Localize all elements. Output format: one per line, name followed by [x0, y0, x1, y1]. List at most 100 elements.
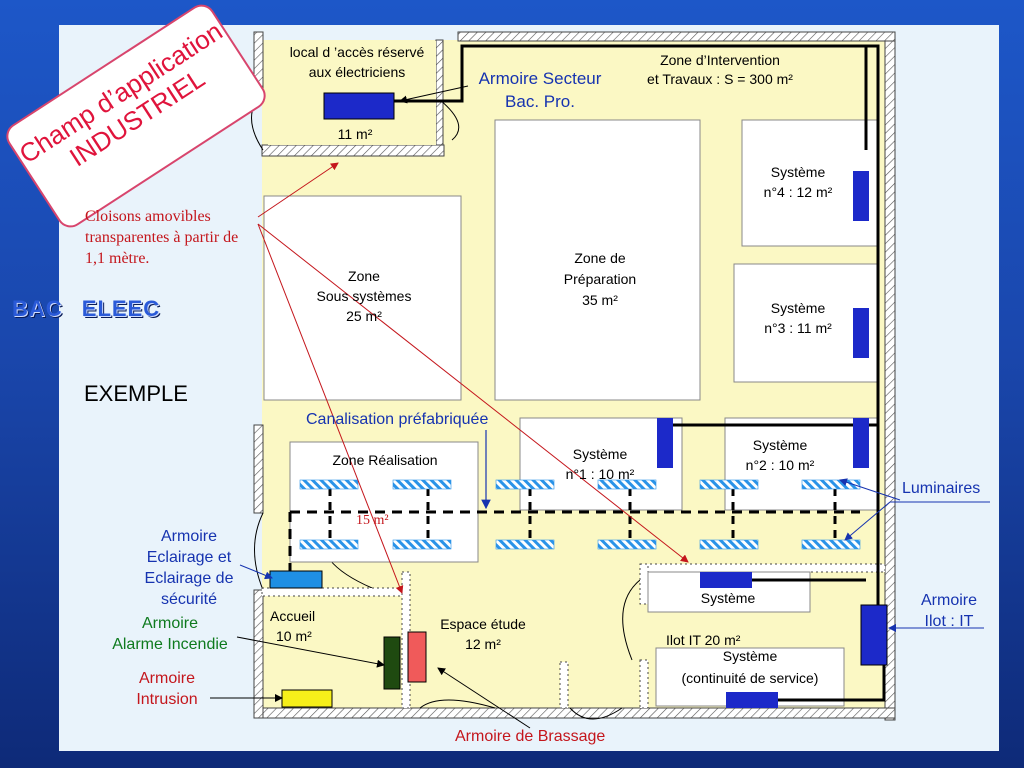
preparation-1: Zone de [574, 250, 626, 266]
exemple-label: EXEMPLE [84, 381, 188, 406]
armoire-sys2-cabinet [853, 418, 869, 468]
luminaire [801, 539, 861, 550]
local-area: 11 m² [337, 126, 373, 142]
sous-systemes-2: Sous systèmes [316, 288, 412, 304]
local-title: local d ’accès réservé [289, 44, 425, 60]
armoire-alarme-2: Alarme Incendie [112, 636, 228, 653]
luminaires-group [299, 479, 861, 550]
luminaire [299, 539, 359, 550]
sys4-1: Système [770, 164, 826, 180]
sous-systemes-3: 25 m² [346, 308, 382, 324]
door-swing-local-right [439, 99, 460, 141]
arrow-cloison-3 [257, 223, 689, 563]
luminaire [495, 539, 555, 550]
sys4-2: n°4 : 12 m² [763, 184, 833, 200]
armoire-eclairage-1: Armoire [160, 528, 217, 545]
cable-main [393, 44, 880, 427]
sys-continuite-2: (continuité de service) [681, 670, 819, 686]
preparation-3: 35 m² [582, 292, 618, 308]
armoire-sys1-cabinet [657, 418, 673, 468]
arrow-armoire-alarme [236, 636, 385, 668]
arrow-luminaires-2 [844, 501, 891, 541]
luminaire [392, 539, 452, 550]
bac-pro-label: Bac. Pro. [505, 92, 575, 111]
armoire-sys4-cabinet [853, 171, 869, 221]
ilot-it-label: Ilot IT 20 m² [666, 632, 741, 648]
cloisons-note: Cloisons amovibles transparentes à parti… [85, 208, 239, 267]
sys2-2: n°2 : 10 m² [745, 457, 815, 473]
partition-ilot-left [639, 563, 649, 605]
accueil-1: Accueil [270, 608, 316, 624]
armoire-systeme-cabinet [700, 572, 752, 588]
armoire-secteur-label: Armoire Secteur [478, 69, 602, 88]
espace-1: Espace étude [440, 616, 526, 632]
realisation-area: 15 m² [356, 513, 389, 528]
sys3-1: Système [770, 300, 826, 316]
luminaire [495, 479, 555, 490]
arrow-armoire-brassage [437, 667, 531, 729]
sys3-2: n°3 : 11 m² [764, 320, 832, 336]
accueil-2: 10 m² [276, 628, 312, 644]
armoire-intrusion-cabinet [281, 689, 333, 708]
room-preparation [494, 119, 701, 401]
sys2-1: Système [752, 437, 808, 453]
luminaire [801, 479, 861, 490]
wall-top [457, 31, 896, 42]
canalisation-label: Canalisation préfabriquée [306, 411, 489, 428]
room-sys2 [724, 417, 879, 511]
armoire-eclairage-2: Eclairage et [146, 549, 232, 566]
arrow-cloison-2 [257, 223, 404, 594]
room-sys1 [519, 417, 683, 511]
luminaire [299, 479, 359, 490]
wall-left-lower [253, 424, 264, 514]
wall-bottom [253, 707, 896, 719]
luminaires-label: Luminaires [902, 480, 981, 497]
bac-title: BAC ELEEC [12, 296, 161, 321]
armoire-alarme-1: Armoire [141, 615, 198, 632]
luminaire [699, 479, 759, 490]
arrow-cloison-1 [257, 162, 339, 218]
espace-2: 12 m² [465, 636, 501, 652]
partition-accueil-top [261, 587, 403, 597]
door-swing-bottom-2 [569, 707, 623, 720]
armoire-eclairage-cabinet [269, 570, 323, 589]
armoire-it-1: Armoire [920, 592, 977, 609]
partition-ilot-top [639, 563, 886, 573]
armoire-eclairage-4: sécurité [160, 591, 218, 608]
armoire-it-cabinet [860, 604, 888, 666]
armoire-sys3-cabinet [853, 308, 869, 358]
armoire-intrusion-2: Intrusion [136, 691, 198, 708]
systeme-label: Système [700, 590, 756, 606]
canalisation-prefabriquee [288, 510, 860, 578]
zone-intervention-area: et Travaux : S = 300 m² [647, 71, 793, 87]
canalisation-drops [328, 488, 837, 540]
door-swing-ilot [622, 579, 641, 661]
luminaire [597, 479, 657, 490]
partition-ilot-left-low [639, 659, 649, 709]
zone-realisation: Zone Réalisation [332, 452, 438, 468]
door-swing-left [254, 512, 264, 591]
arrow-armoire-secteur [399, 85, 469, 104]
sys-continuite-1: Système [722, 648, 778, 664]
sys1-1: Système [572, 446, 628, 462]
armoire-brassage-cabinet [407, 631, 427, 683]
zone-intervention: Zone d’Intervention [660, 52, 780, 68]
door-swing-bottom-1 [419, 699, 496, 709]
luminaire [699, 539, 759, 550]
arrow-armoire-eclairage [239, 564, 273, 580]
wall-local-bottom [261, 144, 445, 157]
arrow-luminaires-1 [839, 478, 901, 501]
room-sous-systemes [263, 195, 462, 401]
preparation-2: Préparation [563, 271, 637, 287]
luminaire [392, 479, 452, 490]
armoire-it-2: Ilot : IT [924, 613, 974, 630]
armoire-continuite-cabinet [726, 692, 778, 708]
partition-espace [559, 661, 569, 709]
armoire-brassage-label: Armoire de Brassage [455, 728, 606, 745]
sys1-2: n°1 : 10 m² [565, 466, 635, 482]
luminaire [597, 539, 657, 550]
armoire-eclairage-3: Eclairage de [144, 570, 234, 587]
armoire-intrusion-1: Armoire [138, 670, 195, 687]
sous-systemes-1: Zone [348, 268, 380, 284]
